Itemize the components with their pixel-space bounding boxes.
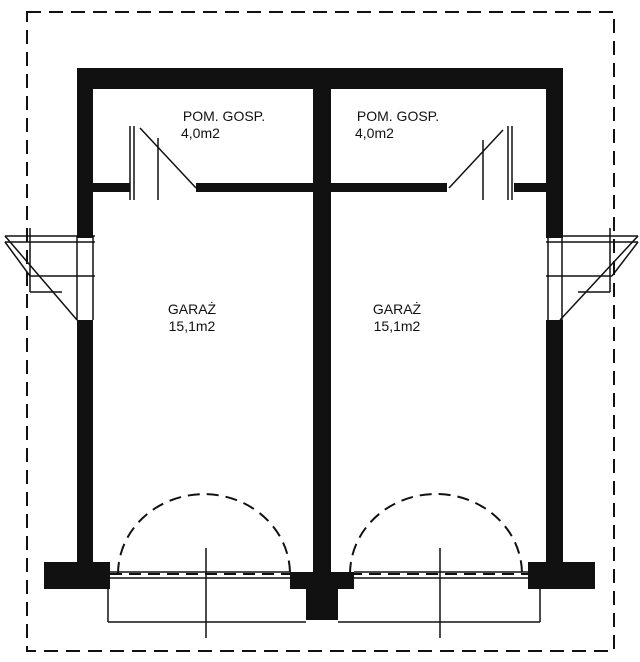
room-label-storage-left: POM. GOSP. 4,0m2 <box>169 108 279 142</box>
room-area: 15,1m2 <box>168 318 216 334</box>
room-area: 15,1m2 <box>373 318 421 334</box>
walls <box>44 68 595 620</box>
room-area: 4,0m2 <box>181 125 220 141</box>
construction-lines <box>4 126 639 638</box>
room-area: 4,0m2 <box>355 125 394 141</box>
room-name: GARAŻ <box>372 301 422 317</box>
room-name: GARAŻ <box>167 301 217 317</box>
room-label-storage-right: POM. GOSP. 4,0m2 <box>343 108 453 142</box>
room-name: POM. GOSP. <box>182 108 266 124</box>
room-name: POM. GOSP. <box>356 108 440 124</box>
room-label-garage-right: GARAŻ 15,1m2 <box>342 301 452 335</box>
site-boundary <box>26 11 615 652</box>
room-label-garage-left: GARAŻ 15,1m2 <box>137 301 247 335</box>
door-swing-arcs <box>110 493 528 575</box>
